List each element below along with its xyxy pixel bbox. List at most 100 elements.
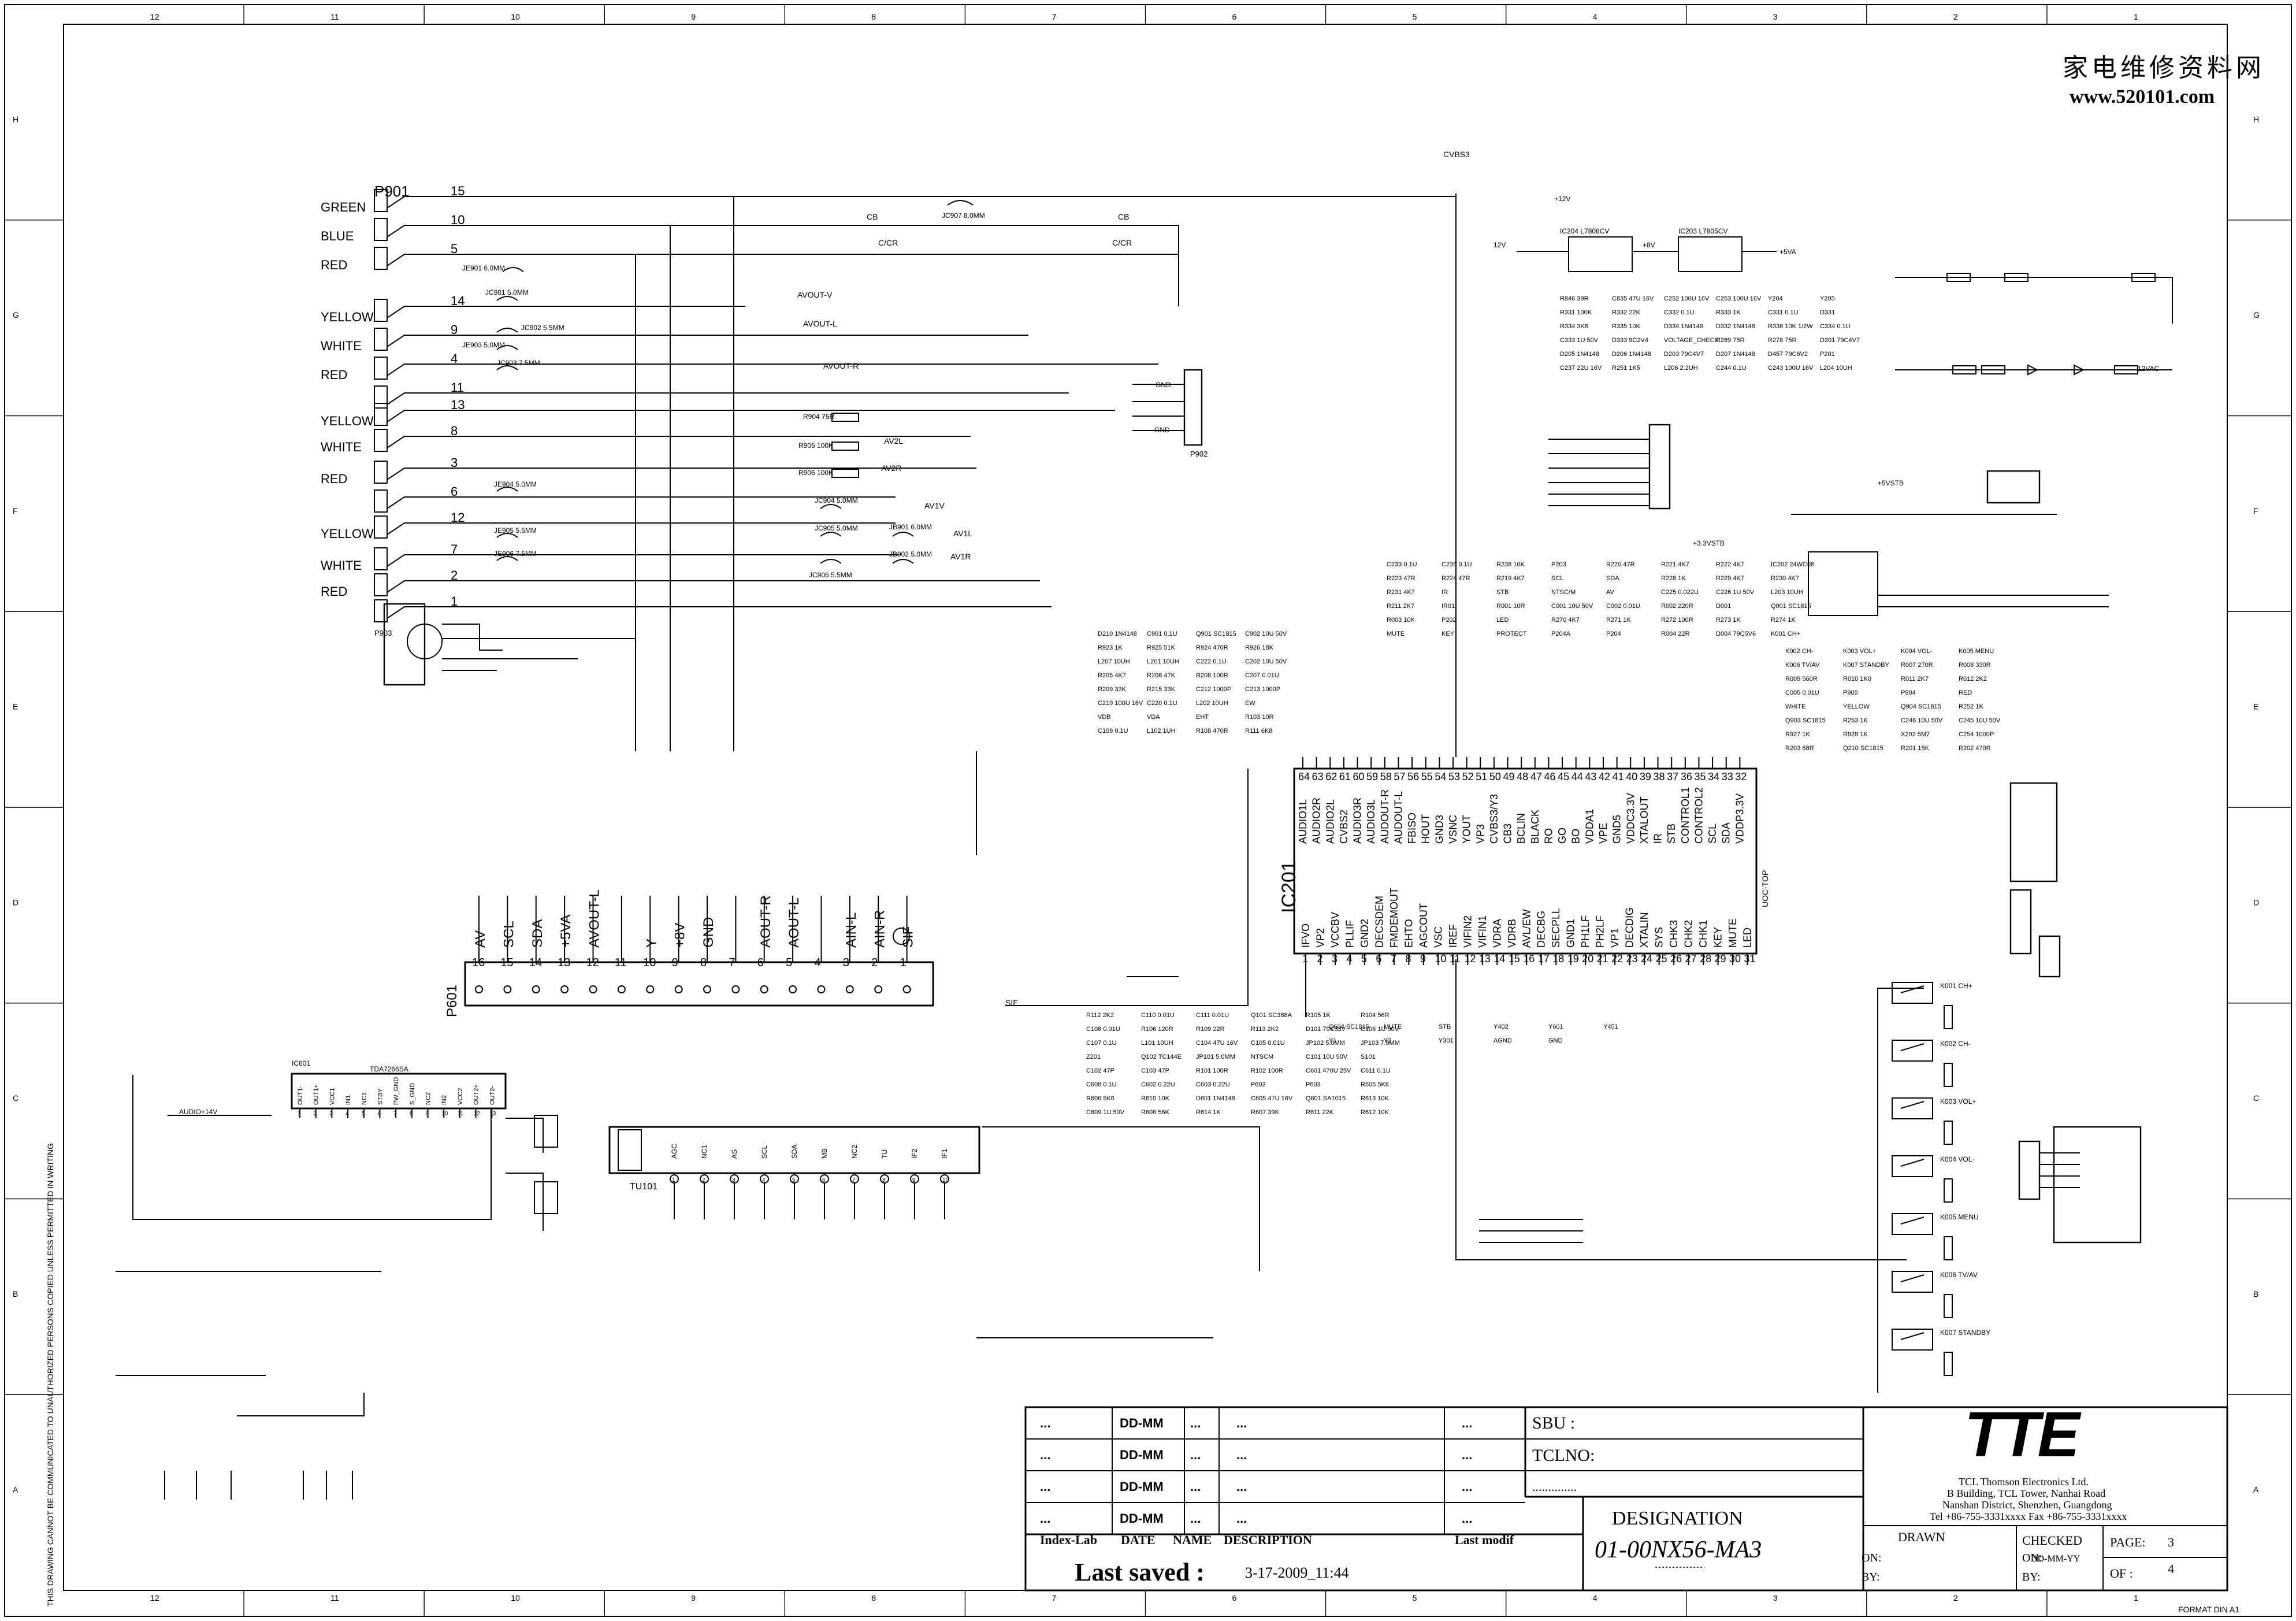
ic201-pin-number: 11: [1450, 953, 1461, 965]
ic201-pin-number: 49: [1503, 771, 1515, 782]
component-label: R605 5K6: [1361, 1081, 1389, 1088]
ic201-pin-signal: XTALOUT: [1639, 796, 1650, 844]
component-label: Q102 TC144E: [1141, 1054, 1182, 1060]
ic201-pin-signal: VCCBV: [1329, 912, 1341, 948]
tb-row-date: DD-MM: [1120, 1479, 1164, 1494]
component-label: C107 0.1U: [1086, 1040, 1117, 1047]
component-label: C202 10U 50V: [1245, 658, 1287, 665]
p601-pin-number: 16: [472, 956, 485, 969]
border-col-label: 7: [1052, 1593, 1056, 1603]
component-label: C901 0.1U: [1147, 630, 1177, 637]
key-switch-label: K005 MENU: [1940, 1213, 1979, 1221]
border-col-label: 4: [1593, 12, 1597, 21]
p601-pin-number: 13: [558, 956, 570, 969]
component-label: C106 1U 50V: [1361, 1026, 1399, 1033]
side-note: THIS DRAWING CANNOT BE COMMUNICATED TO U…: [46, 1143, 55, 1607]
ic201-pin-signal: DECSDEM: [1373, 896, 1385, 948]
component-label: Y2: [1384, 1037, 1391, 1044]
ic201-pin-signal: PH2LF: [1595, 915, 1606, 948]
border-col-label: 7: [1052, 12, 1056, 21]
component-label: C254 1000P: [1959, 731, 1994, 738]
p901-ref: P901: [374, 183, 410, 200]
p601-pin-number: 1: [900, 956, 906, 969]
tb-row-description: ...: [1236, 1479, 1247, 1494]
border-row-label: D: [2253, 897, 2259, 907]
component-label: D101 79C33V: [1306, 1026, 1346, 1033]
component-label: R606 5K6: [1086, 1095, 1114, 1102]
ic201-pin-number: 26: [1670, 953, 1682, 965]
tu101-pin-number: 9: [912, 1177, 916, 1184]
component-label: D331: [1820, 309, 1835, 316]
ic201-pin-number: 5: [1361, 953, 1367, 965]
component-label: L204 10UH: [1820, 365, 1852, 372]
component-label: WHITE: [1785, 703, 1805, 710]
tb-designation-label: DESIGNATION: [1612, 1508, 1743, 1529]
border-col-label: 11: [330, 1593, 339, 1603]
ic201-pin-number: 43: [1585, 771, 1596, 782]
key-switch-label: K003 VOL+: [1940, 1097, 1976, 1106]
tb-designation-value: 01-00NX56-MA3: [1595, 1537, 1762, 1563]
component-label: C334 0.1U: [1820, 323, 1851, 330]
tb-header-last-modif: Last modif: [1455, 1533, 1514, 1547]
component-label: R224 47R: [1441, 575, 1470, 582]
p601-pin-number: 7: [729, 956, 735, 969]
key-switch-label: K006 TV/AV: [1940, 1271, 1978, 1279]
tu101-pin-signal: SDA: [790, 1144, 798, 1159]
ic201-pin-signal: FMDEMOUT: [1388, 888, 1400, 948]
tu101-pin-signal: AS: [730, 1149, 738, 1159]
component-label: C108 0.01U: [1086, 1026, 1120, 1033]
component-label: VOLTAGE_CHECK: [1664, 337, 1719, 344]
component-label: AGND: [1493, 1037, 1512, 1044]
ic201-pin-signal: SECPLL: [1550, 908, 1562, 948]
ic201-pin-signal: FBISO: [1406, 813, 1418, 844]
component-label: NTSC/M: [1551, 589, 1576, 596]
ic201-ref: IC201: [1278, 860, 1300, 913]
center-circuitry: [893, 751, 1907, 1338]
p601-pin-signal: AV: [473, 930, 488, 948]
border-row-label: F: [2253, 506, 2258, 515]
component-label: R112 2K2: [1086, 1012, 1114, 1019]
component-label: Q210 SC1815: [1843, 745, 1883, 752]
p601-ref: P601: [444, 985, 460, 1017]
ic601-pin-signal: OUT2+: [473, 1084, 480, 1105]
jumper-label: JE904 5.0MM: [494, 480, 537, 488]
component-label: Z201: [1086, 1054, 1101, 1060]
tu101-pin-signal: SCL: [760, 1145, 768, 1159]
tb-dots: ..............: [1532, 1479, 1577, 1494]
p601-pin-number: 5: [786, 956, 792, 969]
ic201-pin-signal: AUDIO3L: [1365, 799, 1377, 844]
component-label: C220 0.1U: [1147, 700, 1177, 707]
ic201-pin-signal: VSNC: [1447, 815, 1459, 844]
component-label: R928 1K: [1843, 731, 1868, 738]
component-label: R272 100R: [1661, 617, 1693, 624]
component-label: C609 1U 50V: [1086, 1109, 1125, 1116]
tb-on-label: ON:: [1862, 1552, 1881, 1564]
component-label: C602 0.22U: [1141, 1081, 1175, 1088]
p203-eeprom-area: [1791, 470, 2109, 616]
component-label: R102 100R: [1251, 1067, 1283, 1074]
p901-pin-label: WHITE: [321, 440, 362, 454]
ic201-pin-signal: GND1: [1565, 919, 1577, 948]
tu101-pin-number: 2: [702, 1177, 705, 1184]
ic201-pin-number: 12: [1464, 953, 1476, 965]
component-label: L202 10UH: [1196, 700, 1228, 707]
watermark-url: www.520101.com: [2070, 86, 2215, 107]
border-col-label: 5: [1413, 1593, 1417, 1603]
ic201-pin-number: 56: [1407, 771, 1419, 782]
component-label: C222 0.1U: [1196, 658, 1227, 665]
voltage-check-network: [1895, 273, 2173, 376]
ic201-pin-signal: AUDOUT-L: [1392, 791, 1404, 844]
component-label: C611 0.1U: [1361, 1067, 1391, 1074]
ic201-pin-signal: BO: [1570, 829, 1582, 844]
p901-pin-number: 9: [451, 322, 458, 337]
ic201-pin-number: 44: [1571, 771, 1583, 782]
ic201-pin-signal: VPE: [1597, 823, 1609, 844]
tb-row-name: ...: [1190, 1511, 1201, 1526]
component-label: R332 22K: [1612, 309, 1641, 316]
component-label: R111 6K8: [1245, 728, 1272, 735]
key-switch-label: K007 STANDBY: [1940, 1329, 1990, 1337]
ic201-pin-number: 46: [1544, 771, 1555, 782]
p905-p904-area: [2018, 1126, 2142, 1244]
ic201-pin-number: 60: [1353, 771, 1365, 782]
